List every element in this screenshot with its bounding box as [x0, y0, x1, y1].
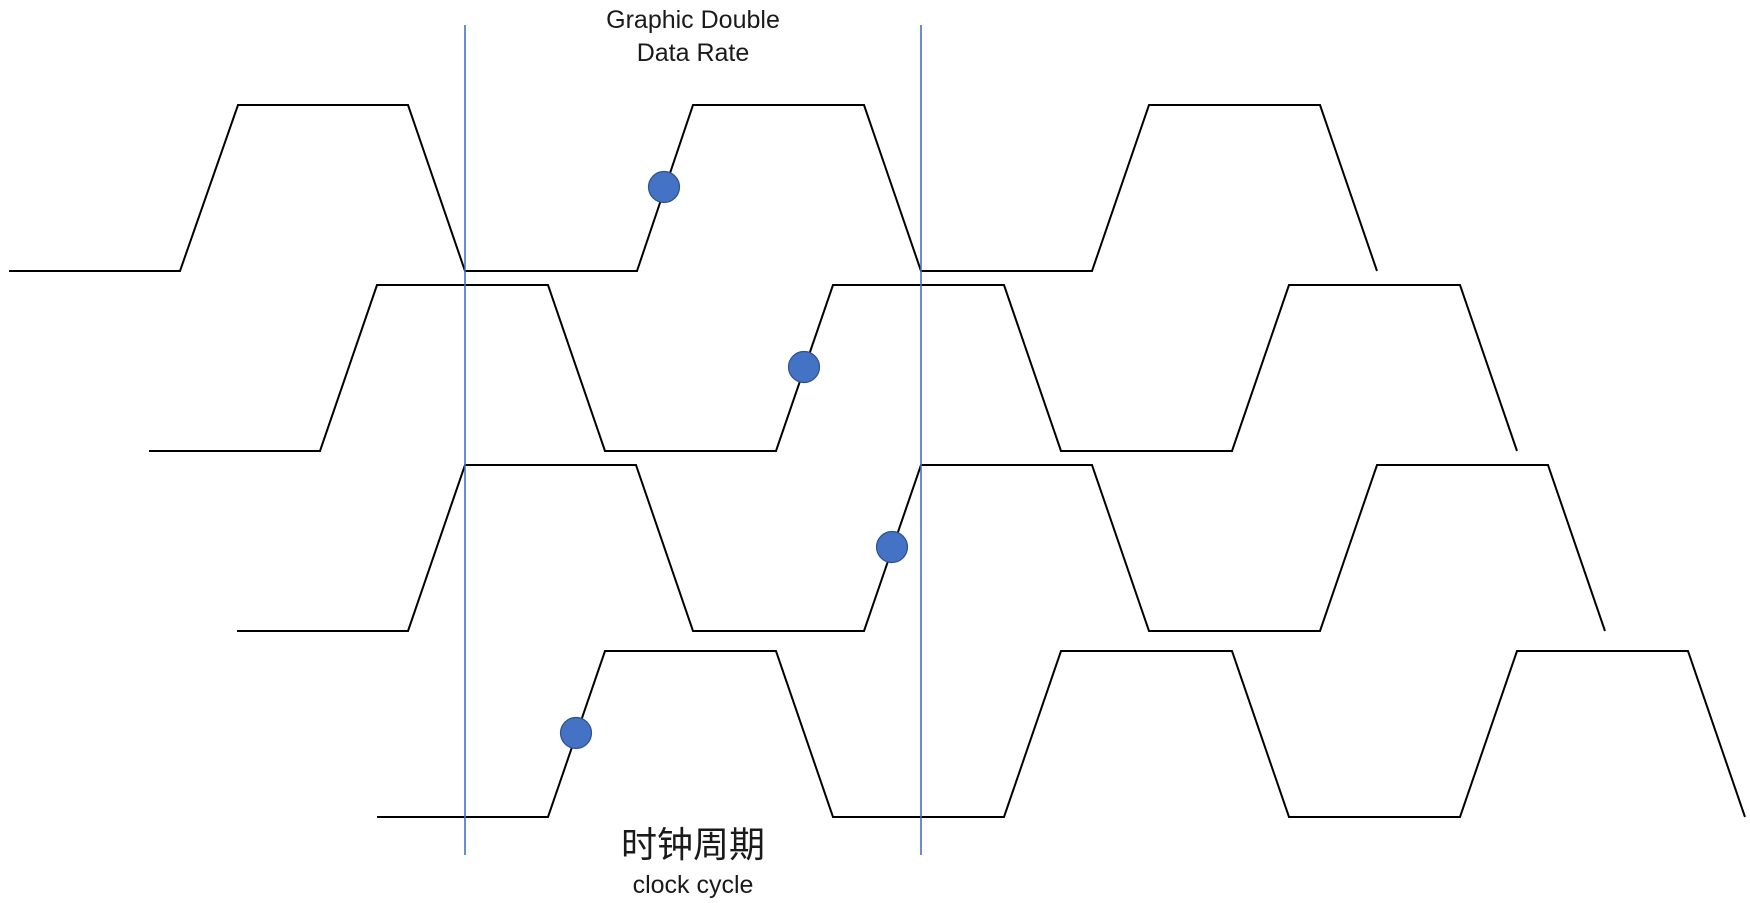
sample-dot-3 [875, 530, 909, 564]
sample-dot-1 [647, 170, 681, 204]
sample-dot-2 [787, 350, 821, 384]
sample-dots [559, 170, 909, 750]
waveform-1 [9, 104, 1378, 272]
clock-cycle-caption-english: clock cycle [632, 871, 754, 899]
waveform-4 [377, 650, 1746, 818]
title-line-2: Data Rate [636, 39, 750, 67]
sample-dot-4 [559, 716, 593, 750]
waveform-2 [149, 284, 1518, 452]
clock-cycle-markers [464, 25, 922, 855]
clock-cycle-caption-chinese: 时钟周期 [620, 825, 765, 866]
title-line-1: Graphic Double [606, 6, 780, 34]
waveforms-group [9, 104, 1746, 818]
